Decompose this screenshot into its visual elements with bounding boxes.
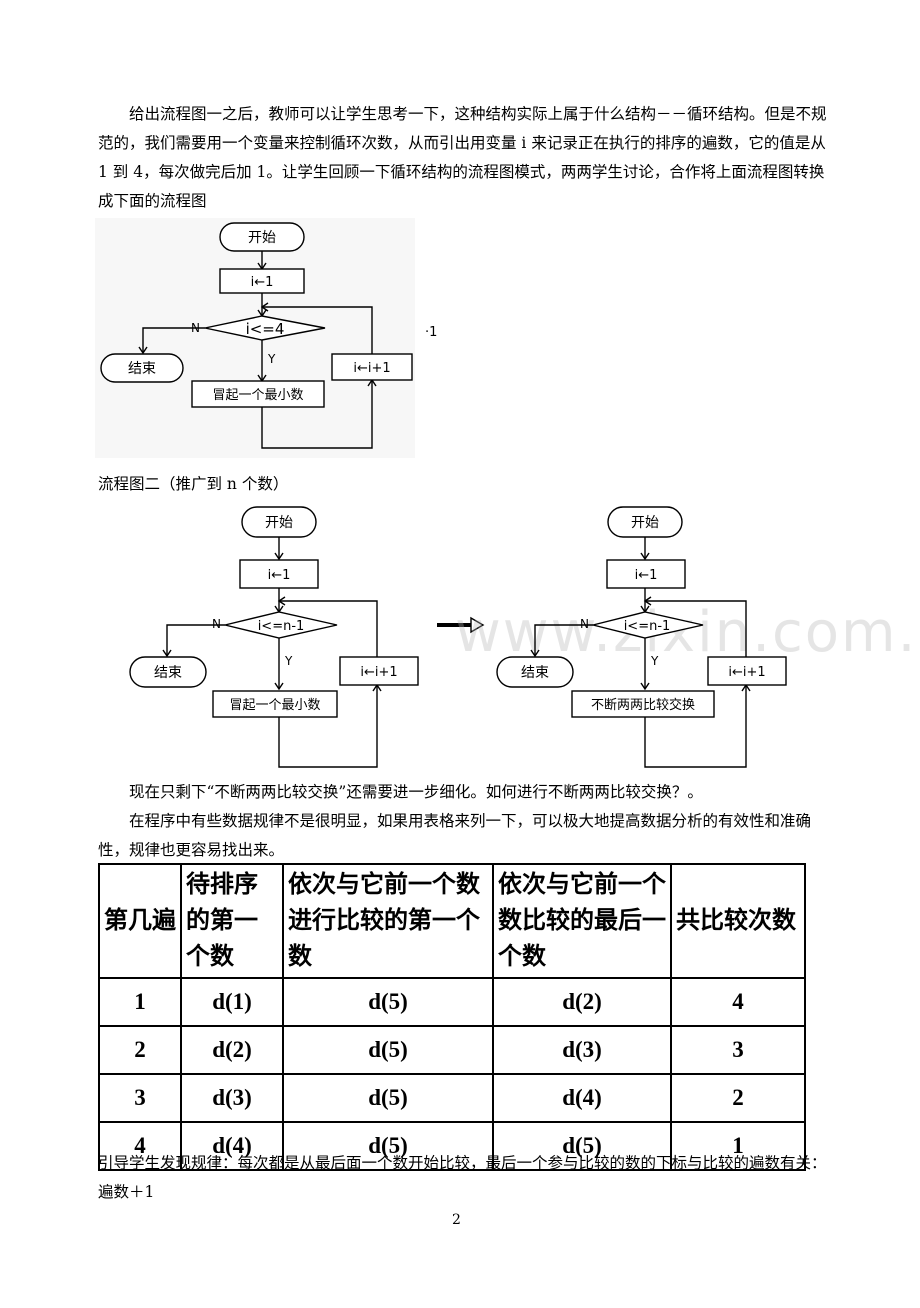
- action-box: [191, 380, 325, 408]
- table-row: 2 d(2) d(5) d(3) 3: [98, 1025, 806, 1075]
- side-mark: ·1: [425, 325, 437, 340]
- header-first-compared: 依次与它前一个数进行比较的第一个数: [282, 863, 494, 979]
- condition-diamond: [224, 611, 338, 639]
- right-arrow-icon: [437, 616, 485, 634]
- table-header-row: 第几遍 待排序的第一个数 依次与它前一个数进行比较的第一个数 依次与它前一个数比…: [98, 863, 806, 979]
- init-box: [239, 559, 319, 589]
- condition-diamond: [204, 315, 326, 341]
- flowchart-2: 开始 i←1 i<=n-1 N 结束 Y 冒起一个最小数 i←i+1: [129, 506, 419, 768]
- init-label: i←1: [251, 275, 274, 290]
- table-cell: 3: [670, 1025, 806, 1075]
- increment-box: [707, 656, 787, 686]
- end-terminal: [129, 656, 207, 688]
- table-cell: d(5): [282, 1025, 494, 1075]
- remaining-step-paragraph: 现在只剩下“不断两两比较交换”还需要进一步细化。如何进行不断两两比较交换？。: [129, 783, 703, 801]
- table-cell: d(5): [282, 1073, 494, 1123]
- table-cell: d(3): [492, 1025, 672, 1075]
- table-cell: d(3): [180, 1073, 284, 1123]
- flowchart-1: 开始 i←1 i<=4 N 结束 Y 冒起一个最小数 i←i+1 ·1: [95, 218, 437, 458]
- no-label: N: [191, 321, 200, 335]
- increment-box: [331, 353, 413, 381]
- table-row: 4 d(4) d(5) d(5) 1: [98, 1121, 806, 1171]
- condition-diamond: [592, 611, 704, 639]
- increment-label: i←i+1: [360, 665, 397, 680]
- table-cell: 3: [98, 1073, 182, 1123]
- header-compare-count: 共比较次数: [670, 863, 806, 979]
- conclusion-paragraph: 引导学生发现规律：每次都是从最后面一个数开始比较，最后一个参与比较的数的下标与比…: [98, 1154, 827, 1201]
- table-cell: 2: [670, 1073, 806, 1123]
- action-label: 不断两两比较交换: [591, 697, 695, 713]
- end-label: 结束: [154, 665, 182, 681]
- sort-pass-table: 第几遍 待排序的第一个数 依次与它前一个数进行比较的第一个数 依次与它前一个数比…: [98, 863, 806, 1171]
- start-label: 开始: [631, 515, 659, 531]
- table-cell: 1: [670, 1121, 806, 1171]
- end-label: 结束: [521, 665, 549, 681]
- table-cell: d(4): [180, 1121, 284, 1171]
- page-number: 2: [452, 1212, 461, 1228]
- watermark: www.zixin.com.cn: [455, 600, 920, 665]
- no-label: N: [212, 617, 221, 631]
- action-label: 冒起一个最小数: [212, 388, 303, 403]
- action-box: [571, 690, 715, 718]
- table-cell: d(5): [282, 1121, 494, 1171]
- table-cell: d(2): [492, 977, 672, 1027]
- flowchart2-caption: 流程图二（推广到 n 个数）: [98, 475, 289, 493]
- header-last-compared: 依次与它前一个数比较的最后一个数: [492, 863, 672, 979]
- header-first-to-sort: 待排序的第一个数: [180, 863, 284, 979]
- increment-label: i←i+1: [728, 665, 765, 680]
- table-cell: d(1): [180, 977, 284, 1027]
- init-label: i←1: [268, 568, 291, 583]
- table-cell: 4: [98, 1121, 182, 1171]
- action-box: [212, 690, 338, 718]
- table-row: 1 d(1) d(5) d(2) 4: [98, 977, 806, 1027]
- end-terminal: [100, 353, 184, 383]
- table-cell: 1: [98, 977, 182, 1027]
- table-cell: d(5): [492, 1121, 672, 1171]
- init-label: i←1: [635, 568, 658, 583]
- table-cell: d(2): [180, 1025, 284, 1075]
- condition-label: i<=4: [246, 320, 285, 338]
- start-label: 开始: [248, 230, 276, 246]
- init-box: [606, 559, 686, 589]
- increment-label: i←i+1: [353, 361, 390, 376]
- yes-label: Y: [284, 654, 293, 668]
- table-row: 3 d(3) d(5) d(4) 2: [98, 1073, 806, 1123]
- table-cell: 4: [670, 977, 806, 1027]
- yes-label: Y: [267, 352, 276, 366]
- table-cell: d(4): [492, 1073, 672, 1123]
- intro-paragraph: 给出流程图一之后，教师可以让学生思考一下，这种结构实际上属于什么结构－－循环结构…: [98, 105, 827, 210]
- yes-label: Y: [650, 654, 659, 668]
- table-cell: 2: [98, 1025, 182, 1075]
- condition-label: i<=n-1: [624, 619, 671, 634]
- end-terminal: [496, 656, 574, 688]
- condition-label: i<=n-1: [258, 619, 305, 634]
- table-intro-paragraph: 在程序中有些数据规律不是很明显，如果用表格来列一下，可以极大地提高数据分析的有效…: [98, 812, 812, 859]
- no-label: N: [580, 617, 589, 631]
- table-cell: d(5): [282, 977, 494, 1027]
- increment-box: [339, 656, 419, 686]
- header-pass: 第几遍: [98, 863, 182, 979]
- flowchart-3: 开始 i←1 i<=n-1 N 结束 Y 不断两两比较交换 i←i+1: [496, 506, 787, 768]
- end-label: 结束: [128, 361, 156, 377]
- action-label: 冒起一个最小数: [229, 698, 320, 713]
- start-label: 开始: [265, 515, 293, 531]
